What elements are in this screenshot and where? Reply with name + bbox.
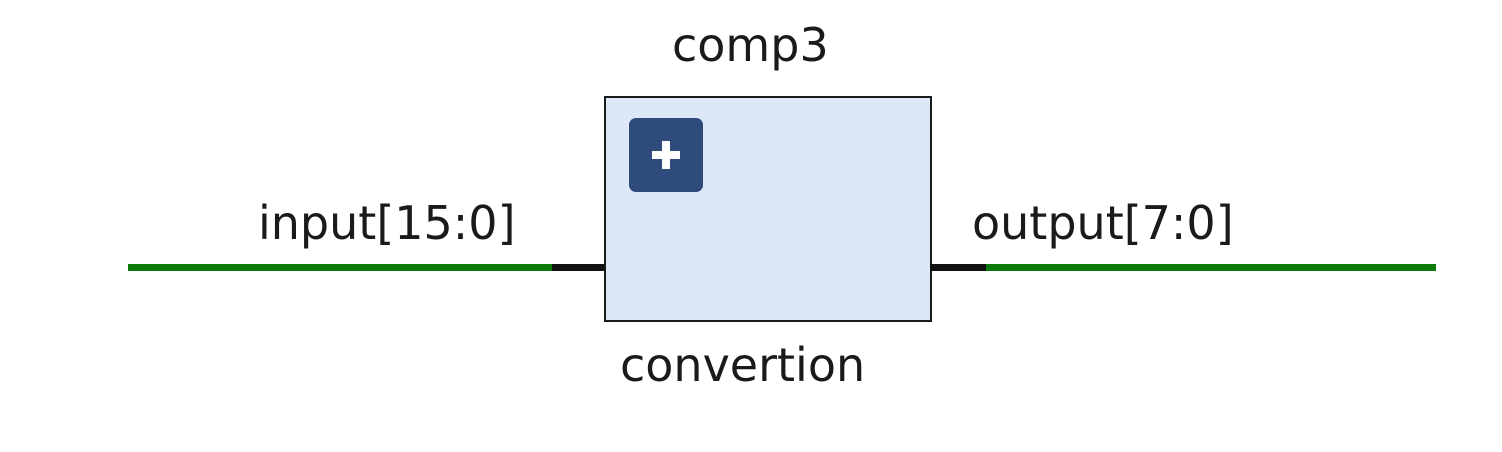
- cell-name-label: convertion: [620, 338, 866, 392]
- input-pin-stub[interactable]: [552, 264, 606, 271]
- plus-icon: [652, 141, 680, 169]
- input-net-wire[interactable]: [128, 264, 552, 271]
- hierarchical-block[interactable]: [604, 96, 932, 322]
- expand-button[interactable]: [629, 118, 703, 192]
- instance-name-label: comp3: [672, 18, 829, 72]
- output-net-wire[interactable]: [986, 264, 1436, 271]
- input-port-label: input[15:0]: [258, 196, 516, 250]
- output-port-label: output[7:0]: [972, 196, 1234, 250]
- output-pin-stub[interactable]: [930, 264, 986, 271]
